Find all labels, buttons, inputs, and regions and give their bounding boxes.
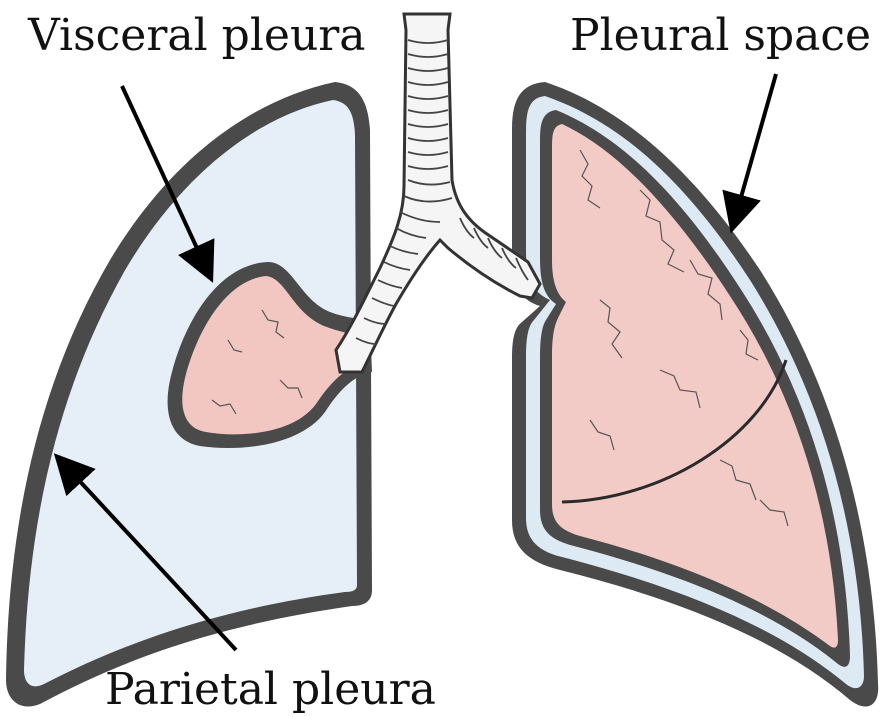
- parietal-pleura-label: Parietal pleura: [105, 668, 436, 712]
- visceral-pleura-label: Visceral pleura: [28, 14, 366, 58]
- pleural-space-arrow: [734, 74, 776, 222]
- pleural-space-label: Pleural space: [570, 14, 871, 58]
- left-pleural-cavity: [6, 82, 372, 707]
